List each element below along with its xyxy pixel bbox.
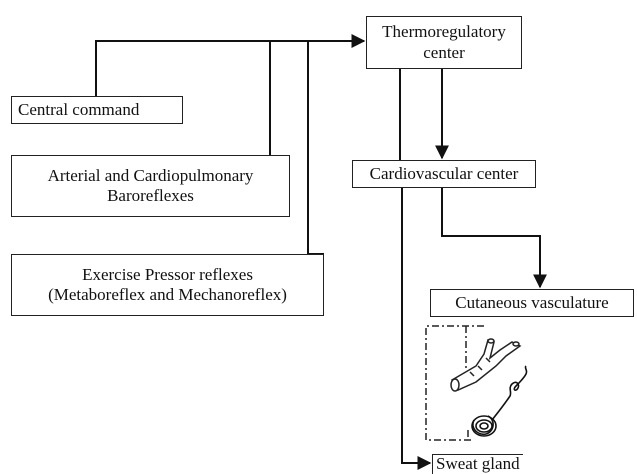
cardiovascular-center-box: Cardiovascular center — [352, 160, 536, 188]
baroreflexes-label-line2: Baroreflexes — [107, 186, 194, 205]
thermoregulatory-label-line1: Thermoregulatory — [382, 22, 506, 42]
illustration-bracket — [425, 325, 484, 441]
baroreflexes-label-line1: Arterial and Cardiopulmonary — [47, 165, 254, 185]
cardio-to-sweat-arrow — [401, 188, 432, 470]
input-lines — [95, 34, 366, 255]
thermoregulatory-label-line2: center — [423, 42, 465, 62]
exercise-pressor-label-line2: (Metaboreflex and Mechanoreflex) — [48, 285, 287, 304]
thermoregulatory-center-box: Thermoregulatory center — [366, 16, 522, 69]
blood-vessel-icon — [450, 338, 522, 392]
exercise-pressor-box: Exercise Pressor reflexes (Metaboreflex … — [11, 254, 324, 316]
sweat-gland-icon — [471, 365, 528, 437]
baroreflexes-box: Arterial and Cardiopulmonary Baroreflexe… — [11, 155, 290, 217]
output-lines — [399, 69, 547, 470]
sweat-gland-label: Sweat gland — [432, 454, 523, 474]
cutaneous-label: Cutaneous vasculature — [455, 292, 609, 312]
exercise-pressor-label-line1: Exercise Pressor reflexes — [82, 264, 253, 284]
cardio-to-cutaneous-arrow — [441, 188, 547, 289]
central-command-box: Central command — [11, 96, 183, 124]
exercise-pressor-line — [307, 41, 324, 255]
cutaneous-vasculature-box: Cutaneous vasculature — [430, 289, 634, 317]
cardiovascular-label: Cardiovascular center — [369, 163, 519, 183]
central-command-line — [95, 34, 366, 96]
central-command-label: Central command — [18, 99, 140, 119]
